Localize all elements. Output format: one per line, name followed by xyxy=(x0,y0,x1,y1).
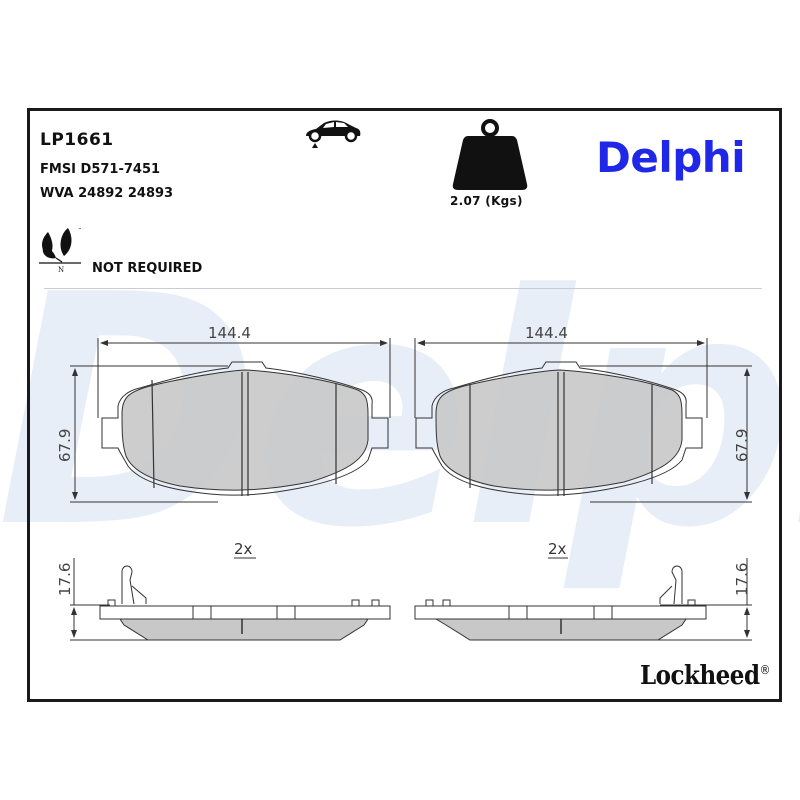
fmsi-code: FMSI D571-7451 xyxy=(40,162,161,177)
svg-text:N: N xyxy=(58,266,64,274)
svg-text:144.4: 144.4 xyxy=(525,324,568,342)
svg-text:2x: 2x xyxy=(548,540,567,558)
front-view-right xyxy=(414,338,752,503)
svg-text:67.9: 67.9 xyxy=(733,429,751,462)
side-view-left xyxy=(70,558,391,641)
eco-status-label: NOT REQUIRED xyxy=(92,261,203,276)
svg-text:™: ™ xyxy=(78,227,82,232)
spec-sheet-frame xyxy=(27,108,782,702)
header-divider xyxy=(44,288,762,289)
front-view-left xyxy=(70,338,391,503)
lockheed-logo: Lockheed® xyxy=(640,660,771,692)
wva-codes: WVA 24892 24893 xyxy=(40,186,174,201)
weight-icon xyxy=(452,119,528,190)
side-view-right xyxy=(414,558,752,641)
svg-text:17.6: 17.6 xyxy=(733,563,751,596)
weight-value: 2.07 (Kgs) xyxy=(450,194,523,208)
svg-text:17.6: 17.6 xyxy=(56,563,74,596)
svg-text:2x: 2x xyxy=(234,540,253,558)
svg-text:67.9: 67.9 xyxy=(56,429,74,462)
svg-text:144.4: 144.4 xyxy=(208,324,251,342)
part-number: LP1661 xyxy=(40,130,114,150)
car-front-axle-icon xyxy=(306,120,361,148)
delphi-logo: Delphi xyxy=(596,133,746,182)
eco-leaf-icon: N ™ xyxy=(39,227,82,274)
